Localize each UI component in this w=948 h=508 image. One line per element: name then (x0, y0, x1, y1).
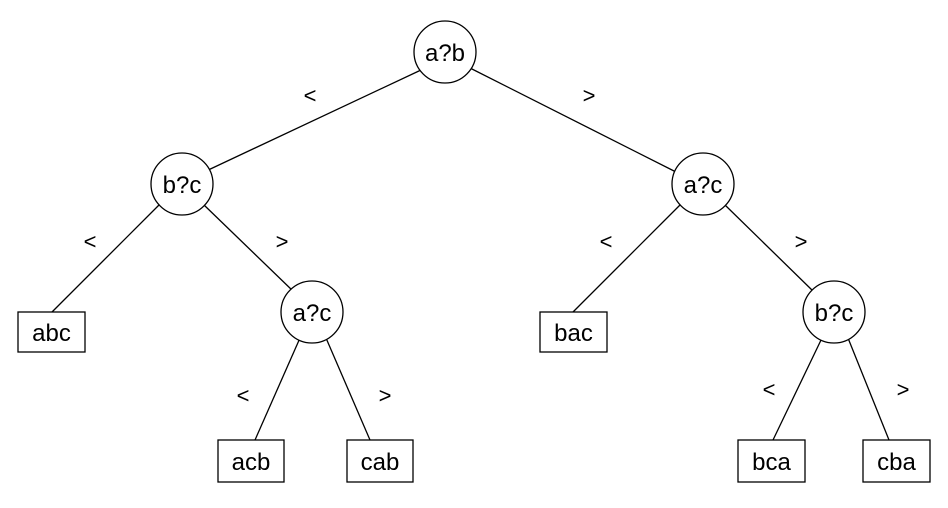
leaf-acb-label: acb (232, 449, 271, 476)
edge-label-root-right: > (583, 83, 596, 108)
leaf-bca-label: bca (752, 449, 791, 476)
leaf-cba-label: cba (877, 449, 916, 476)
leaf-abc: abc (17, 311, 86, 353)
leaf-cba: cba (862, 439, 931, 483)
node-right: a?c (671, 152, 735, 216)
node-root: a?b (413, 20, 477, 84)
node-right-right-label: b?c (815, 300, 854, 327)
node-left: b?c (150, 152, 214, 216)
edge-label-right-bac: < (600, 229, 613, 254)
node-root-label: a?b (425, 40, 465, 67)
edge-label-leftright-cab: > (379, 383, 392, 408)
edge-right-right (724, 204, 815, 293)
leaf-bac-label: bac (554, 320, 593, 347)
edge-label-rightright-cba: > (897, 377, 910, 402)
edge-label-left-abc: < (84, 229, 97, 254)
tree-edges (51, 67, 890, 441)
leaf-cab-label: cab (361, 449, 400, 476)
leaf-cab: cab (346, 439, 414, 483)
edge-rightright-cba (847, 337, 890, 441)
node-left-label: b?c (163, 172, 202, 199)
edge-labels: < > < > < > < > < > (84, 83, 910, 408)
leaf-bca: bca (737, 439, 806, 483)
edge-root-left (203, 69, 422, 173)
leaf-acb: acb (217, 439, 285, 483)
edge-leftright-cab (325, 337, 371, 441)
edge-label-root-left: < (304, 83, 317, 108)
edge-label-left-right: > (276, 229, 289, 254)
leaf-bac: bac (539, 311, 608, 353)
node-left-right: a?c (280, 280, 344, 344)
leaf-abc-label: abc (32, 320, 71, 347)
node-right-label: a?c (684, 172, 723, 199)
edge-label-right-right: > (795, 229, 808, 254)
edge-label-leftright-acb: < (237, 383, 250, 408)
edge-root-right (469, 67, 677, 173)
edge-left-abc (51, 204, 160, 313)
node-right-right: b?c (802, 280, 866, 344)
node-left-right-label: a?c (293, 300, 332, 327)
edge-left-right (203, 204, 295, 293)
edge-label-rightright-bca: < (763, 377, 776, 402)
edge-right-bac (572, 204, 681, 313)
edge-leftright-acb (254, 337, 301, 441)
edge-rightright-bca (772, 337, 823, 441)
